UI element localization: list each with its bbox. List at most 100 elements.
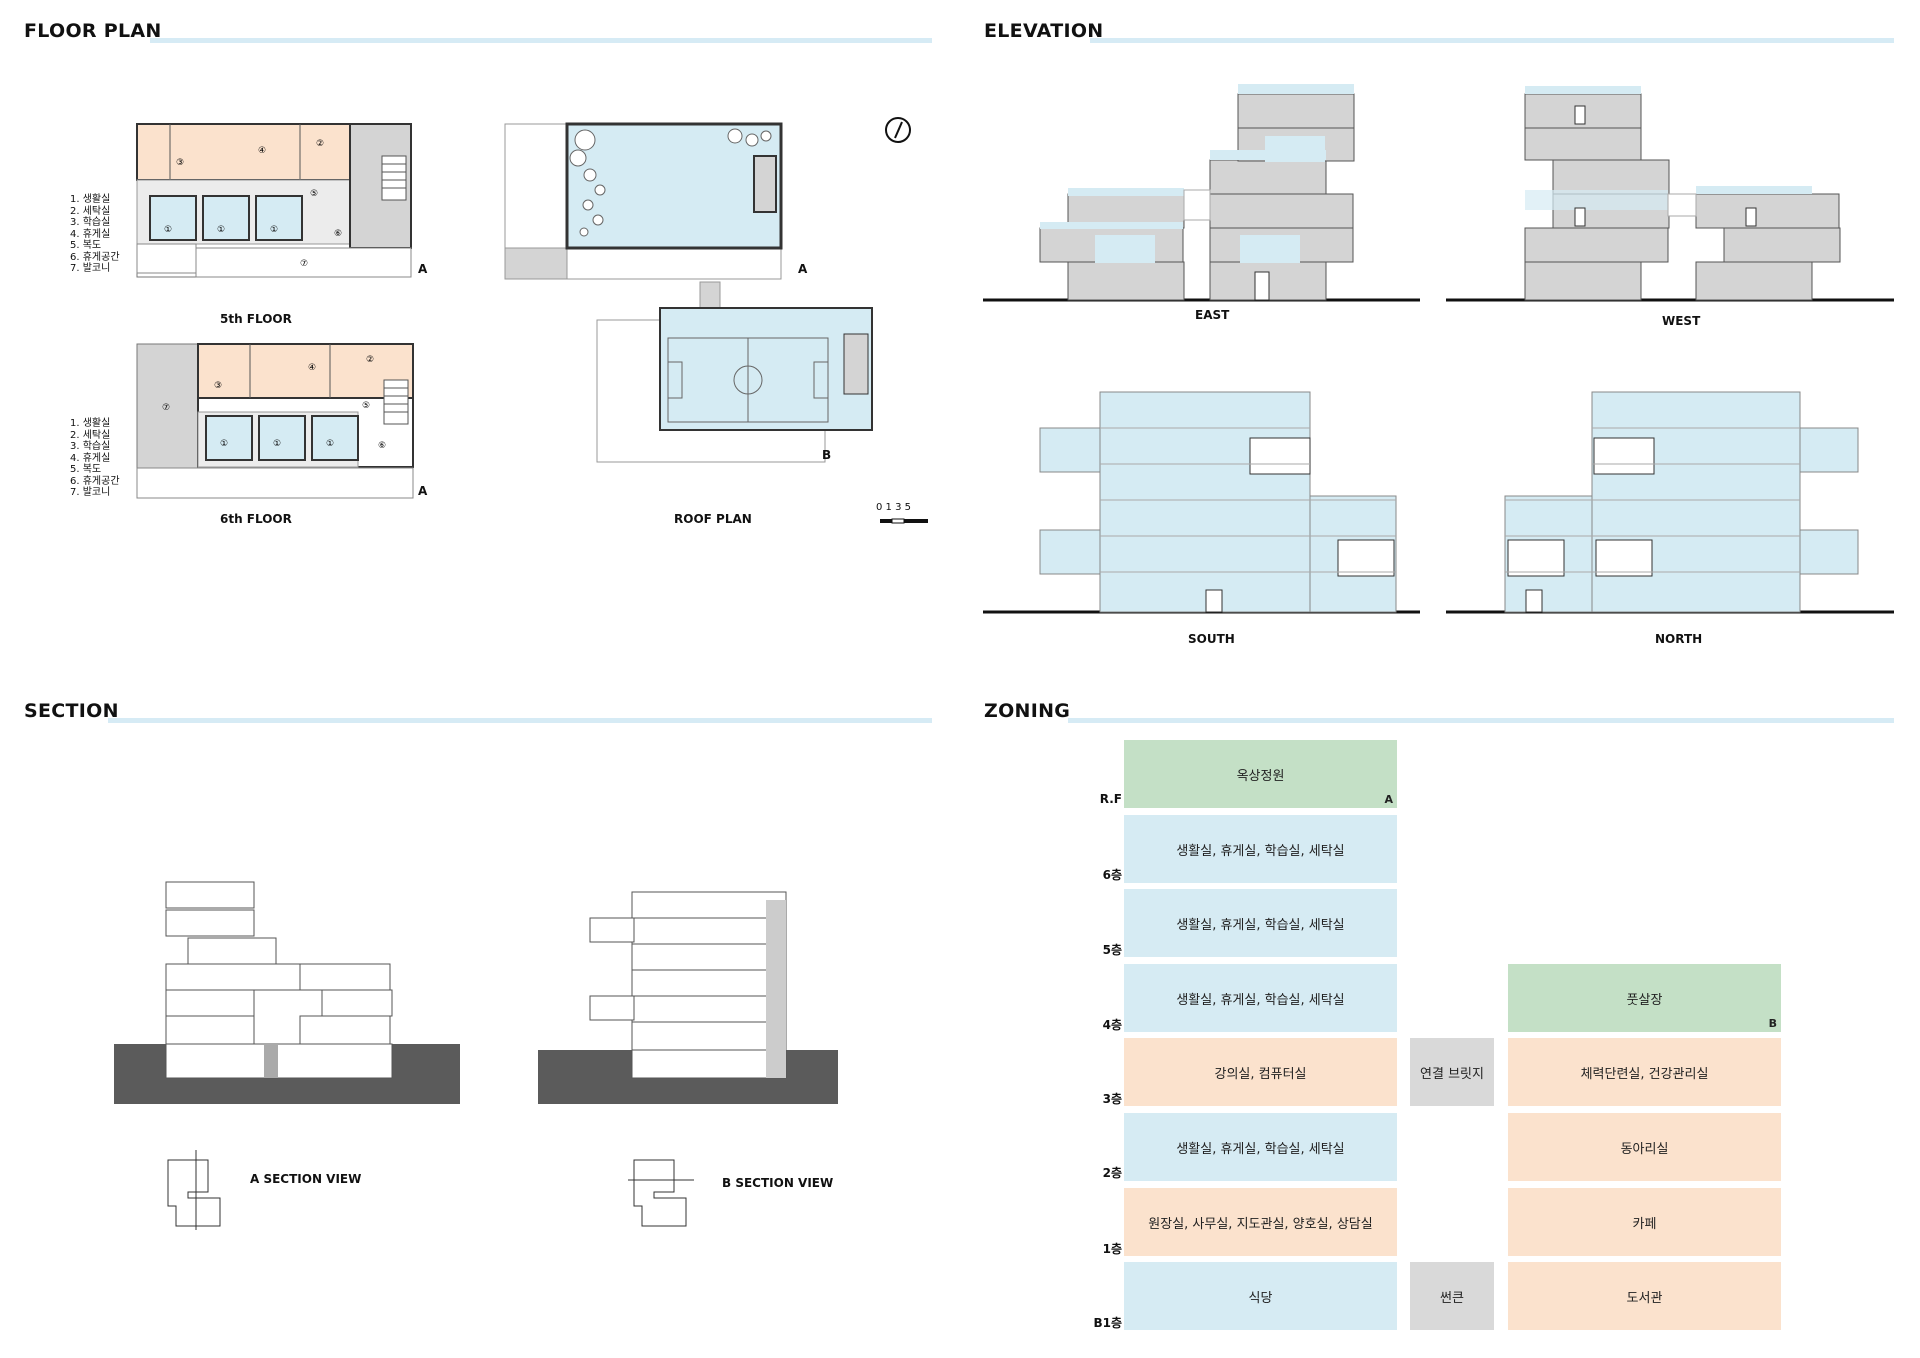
svg-text:②: ② (366, 355, 374, 365)
svg-text:③: ③ (176, 158, 184, 168)
zone-bridge: 연결 브릿지 (1410, 1038, 1494, 1106)
zone-marker: A (1384, 793, 1393, 806)
svg-text:⑤: ⑤ (310, 189, 318, 199)
zone-5f: 생활실, 휴게실, 학습실, 세탁실 (1124, 889, 1397, 957)
plan-6th-floor: ⑦ ③ ④ ② ⑤ ① ① ① ⑥ (136, 343, 414, 499)
section-marker-a-5f: A (418, 262, 428, 276)
zoning-underline (1068, 718, 1894, 723)
label-roof-plan: ROOF PLAN (674, 512, 752, 526)
svg-text:⑦: ⑦ (162, 403, 170, 413)
zone-text: 생활실, 휴게실, 학습실, 세탁실 (1176, 843, 1345, 859)
section-a (114, 881, 460, 1104)
zone-text: 강의실, 컴퓨터실 (1214, 1066, 1307, 1082)
zone-text: 식당 (1248, 1290, 1273, 1306)
section-b (538, 891, 838, 1104)
legend-item: 7. 발코니 (70, 487, 111, 498)
svg-text:⑥: ⑥ (378, 441, 386, 451)
svg-text:①: ① (326, 439, 334, 449)
scale-ticks: 0 1 3 5 (876, 502, 911, 513)
label-b-section-view: B SECTION VIEW (722, 1176, 834, 1190)
zone-rooftop-garden: 옥상정원 A (1124, 740, 1397, 808)
legend-item: 6. 휴게공간 (70, 251, 120, 263)
section-marker-b-roof: B (822, 448, 832, 462)
svg-text:④: ④ (308, 363, 316, 373)
zone-text: 생활실, 휴게실, 학습실, 세탁실 (1176, 1141, 1345, 1157)
zone-library: 도서관 (1508, 1262, 1781, 1330)
floor-label: 1층 (1102, 1242, 1122, 1256)
zone-1f: 원장실, 사무실, 지도관실, 양호실, 상담실 (1124, 1188, 1397, 1256)
elevation-west (1446, 86, 1894, 302)
zone-text: 체력단련실, 건강관리실 (1580, 1066, 1709, 1082)
zone-text: 옥상정원 (1236, 768, 1285, 784)
zone-gym: 체력단련실, 건강관리실 (1508, 1038, 1781, 1106)
legend-item: 3. 학습실 (70, 441, 111, 452)
legend-item: 2. 세탁실 (70, 429, 111, 441)
svg-text:③: ③ (214, 381, 222, 391)
legend-item: 5. 복도 (70, 240, 102, 251)
legend-item: 6. 휴게공간 (70, 475, 120, 487)
zone-2f: 생활실, 휴게실, 학습실, 세탁실 (1124, 1113, 1397, 1181)
svg-text:①: ① (270, 225, 278, 235)
zone-sunken: 썬큰 (1410, 1262, 1494, 1330)
elevation-drawings (983, 84, 1894, 614)
section-drawings (114, 881, 838, 1230)
svg-text:④: ④ (258, 146, 266, 156)
elevation-title: ELEVATION (984, 20, 1104, 42)
legend-6th-floor: 1. 생활실 2. 세탁실 3. 학습실 4. 휴게실 5. 복도 6. 휴게공… (70, 418, 120, 499)
floor-label: B1층 (1093, 1316, 1122, 1330)
elevation-underline (1090, 38, 1894, 43)
zone-text: 연결 브릿지 (1420, 1066, 1484, 1082)
elevation-east (983, 84, 1420, 302)
elevation-south (983, 391, 1420, 614)
svg-text:①: ① (220, 439, 228, 449)
label-north: NORTH (1655, 632, 1703, 646)
legend-item: 4. 휴게실 (70, 228, 111, 240)
label-a-section-view: A SECTION VIEW (250, 1172, 362, 1186)
zone-text: 생활실, 휴게실, 학습실, 세탁실 (1176, 992, 1345, 1008)
floor-label: 2층 (1102, 1166, 1122, 1180)
floor-label: R.F (1099, 792, 1122, 806)
floor-plan-underline (150, 38, 932, 43)
legend-item: 1. 생활실 (70, 418, 111, 429)
key-plan-b-icon (628, 1159, 694, 1227)
zone-3f: 강의실, 컴퓨터실 (1124, 1038, 1397, 1106)
zone-marker: B (1768, 1017, 1777, 1030)
floor-label: 3층 (1102, 1092, 1122, 1106)
svg-text:⑤: ⑤ (362, 401, 370, 411)
elevation-north (1446, 391, 1894, 614)
legend-item: 4. 휴게실 (70, 452, 111, 464)
zone-text: 생활실, 휴게실, 학습실, 세탁실 (1176, 917, 1345, 933)
legend-item: 5. 복도 (70, 464, 102, 475)
zone-cafe: 카페 (1508, 1188, 1781, 1256)
zone-text: 원장실, 사무실, 지도관실, 양호실, 상담실 (1148, 1216, 1373, 1232)
section-marker-a-roof: A (798, 262, 808, 276)
zone-text: 동아리실 (1620, 1141, 1669, 1157)
plan-5th-floor: ③ ④ ② ⑤ ① ① ① ⑥ ⑦ (136, 123, 412, 278)
zone-b1: 식당 (1124, 1262, 1397, 1330)
zone-text: 썬큰 (1440, 1290, 1464, 1306)
label-south: SOUTH (1188, 632, 1235, 646)
zone-4f: 생활실, 휴게실, 학습실, 세탁실 (1124, 964, 1397, 1032)
svg-text:⑥: ⑥ (334, 229, 342, 239)
svg-text:①: ① (164, 225, 172, 235)
zone-6f: 생활실, 휴게실, 학습실, 세탁실 (1124, 815, 1397, 883)
floor-label: 6층 (1102, 868, 1122, 882)
label-6th-floor: 6th FLOOR (220, 512, 292, 526)
svg-text:⑦: ⑦ (300, 259, 308, 269)
label-5th-floor: 5th FLOOR (220, 312, 292, 326)
section-underline (108, 718, 932, 723)
legend-item: 2. 세탁실 (70, 205, 111, 217)
legend-item: 1. 생활실 (70, 194, 111, 205)
zone-text: 카페 (1632, 1216, 1657, 1232)
svg-text:①: ① (217, 225, 225, 235)
zoning-title: ZONING (984, 700, 1071, 722)
floor-plan-drawings: ③ ④ ② ⑤ ① ① ① ⑥ ⑦ ⑦ ③ ④ ② ⑤ ① ① ① ⑥ (136, 117, 928, 524)
section-title: SECTION (24, 700, 119, 722)
label-west: WEST (1662, 314, 1701, 328)
key-plan-a-icon (167, 1150, 221, 1230)
zone-club: 동아리실 (1508, 1113, 1781, 1181)
legend-5th-floor: 1. 생활실 2. 세탁실 3. 학습실 4. 휴게실 5. 복도 6. 휴게공… (70, 194, 120, 275)
floor-label: 4층 (1102, 1018, 1122, 1032)
svg-text:①: ① (273, 439, 281, 449)
svg-text:②: ② (316, 139, 324, 149)
